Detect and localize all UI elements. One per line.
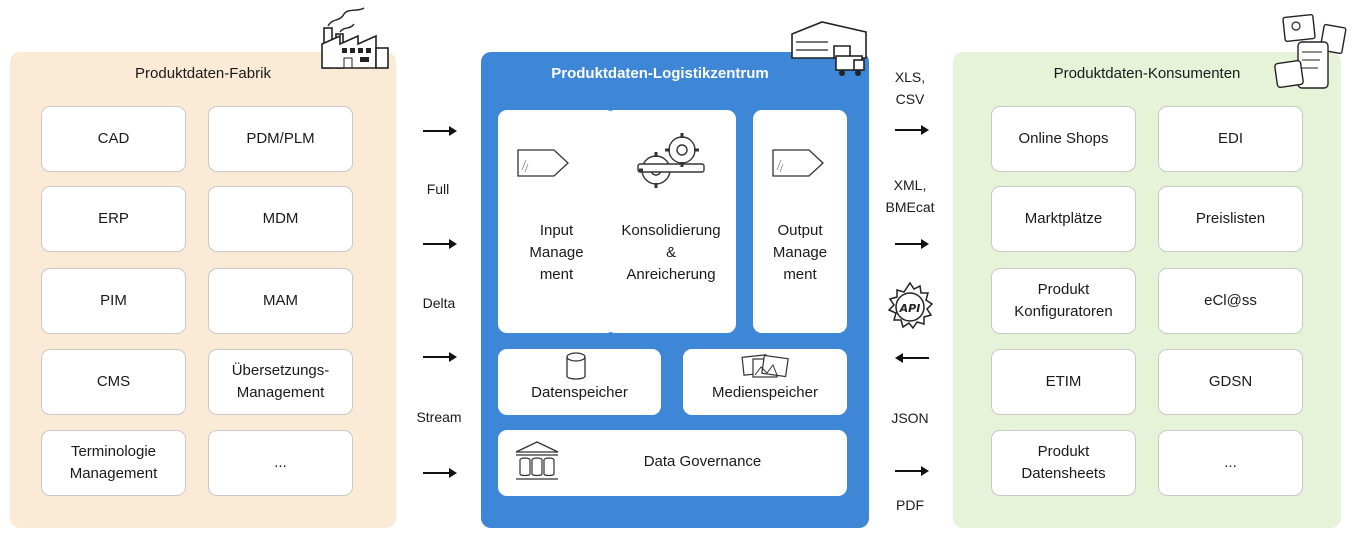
tag-icon bbox=[517, 149, 569, 177]
arrow-right-icon bbox=[895, 125, 929, 135]
inbound-label-delta: Delta bbox=[422, 295, 456, 311]
consolidation-box[interactable]: Konsolidierung & Anreicherung bbox=[606, 110, 736, 333]
devices-icon bbox=[1274, 13, 1347, 89]
factory-panel: Produktdaten-Fabrik CAD PDM/PLM ERP MDM … bbox=[10, 52, 396, 528]
input-management-label: Input Manage ment bbox=[529, 222, 584, 283]
outbound-label-xml-bmecat: XML, BMEcat bbox=[885, 177, 935, 215]
arrow-right-icon bbox=[423, 352, 457, 362]
tag-icon bbox=[772, 149, 824, 177]
data-governance-label: Data Governance bbox=[643, 453, 762, 470]
outbound-label-pdf: PDF bbox=[896, 497, 924, 513]
output-management-box[interactable]: Output Manage ment bbox=[753, 110, 847, 333]
consumers-panel: Produktdaten-Konsumenten Online Shops ED… bbox=[953, 52, 1341, 528]
warehouse-truck-icon bbox=[791, 21, 867, 76]
media-store-label: Medienspeicher bbox=[712, 384, 818, 401]
output-management-label: Output Manage ment bbox=[772, 222, 828, 283]
factory-item-cms[interactable]: CMS bbox=[41, 349, 186, 415]
factory-title: Produktdaten-Fabrik bbox=[135, 65, 271, 82]
factory-item-pdm-plm[interactable]: PDM/PLM bbox=[208, 106, 353, 172]
arrow-right-icon bbox=[423, 239, 457, 249]
factory-item-pim[interactable]: PIM bbox=[41, 268, 186, 334]
consumer-item-product-datasheets[interactable]: Produkt Datensheets bbox=[991, 430, 1136, 496]
api-badge-text: API bbox=[899, 302, 921, 315]
consumer-item-more[interactable]: ... bbox=[1158, 430, 1303, 496]
consumer-item-marketplaces[interactable]: Marktplätze bbox=[991, 186, 1136, 252]
consumer-item-edi[interactable]: EDI bbox=[1158, 106, 1303, 172]
consolidation-label: Konsolidierung & Anreicherung bbox=[621, 222, 721, 283]
data-store-box[interactable]: Datenspeicher bbox=[498, 349, 661, 415]
arrow-right-icon bbox=[895, 239, 929, 249]
factory-icon bbox=[321, 7, 389, 69]
consumer-item-etim[interactable]: ETIM bbox=[991, 349, 1136, 415]
logistics-panel: Produktdaten-Logistikzentrum Input Manag… bbox=[481, 52, 869, 528]
factory-item-erp[interactable]: ERP bbox=[41, 186, 186, 252]
factory-item-terminology-management[interactable]: Terminologie Management bbox=[41, 430, 186, 496]
data-governance-box[interactable]: Data Governance bbox=[498, 430, 847, 496]
api-gear-icon: API bbox=[887, 281, 934, 330]
database-icon bbox=[566, 352, 586, 380]
inbound-label-stream: Stream bbox=[416, 409, 462, 425]
consumer-item-price-lists[interactable]: Preislisten bbox=[1158, 186, 1303, 252]
data-store-label: Datenspeicher bbox=[531, 384, 628, 401]
media-store-box[interactable]: Medienspeicher bbox=[683, 349, 847, 415]
factory-item-more[interactable]: ... bbox=[208, 430, 353, 496]
arrow-right-icon bbox=[423, 126, 457, 136]
inbound-label-full: Full bbox=[426, 181, 450, 197]
consumer-item-eclass[interactable]: eCl@ss bbox=[1158, 268, 1303, 334]
arrow-right-icon bbox=[423, 468, 457, 478]
logistics-title: Produktdaten-Logistikzentrum bbox=[551, 65, 769, 82]
outbound-label-json: JSON bbox=[891, 410, 929, 426]
gears-icon bbox=[637, 133, 705, 188]
factory-item-translation-management[interactable]: Übersetzungs- Management bbox=[208, 349, 353, 415]
consumer-item-product-configurators[interactable]: Produkt Konfiguratoren bbox=[991, 268, 1136, 334]
factory-item-cad[interactable]: CAD bbox=[41, 106, 186, 172]
factory-item-mam[interactable]: MAM bbox=[208, 268, 353, 334]
factory-item-mdm[interactable]: MDM bbox=[208, 186, 353, 252]
input-management-box[interactable]: Input Manage ment bbox=[498, 110, 615, 333]
arrow-left-icon bbox=[895, 353, 929, 363]
outbound-label-xls-csv: XLS, CSV bbox=[894, 69, 926, 107]
media-images-icon bbox=[741, 354, 789, 378]
consumer-item-online-shops[interactable]: Online Shops bbox=[991, 106, 1136, 172]
bank-database-icon bbox=[515, 441, 559, 480]
consumer-item-gdsn[interactable]: GDSN bbox=[1158, 349, 1303, 415]
arrow-right-icon bbox=[895, 466, 929, 476]
consumers-title: Produktdaten-Konsumenten bbox=[1053, 65, 1241, 82]
